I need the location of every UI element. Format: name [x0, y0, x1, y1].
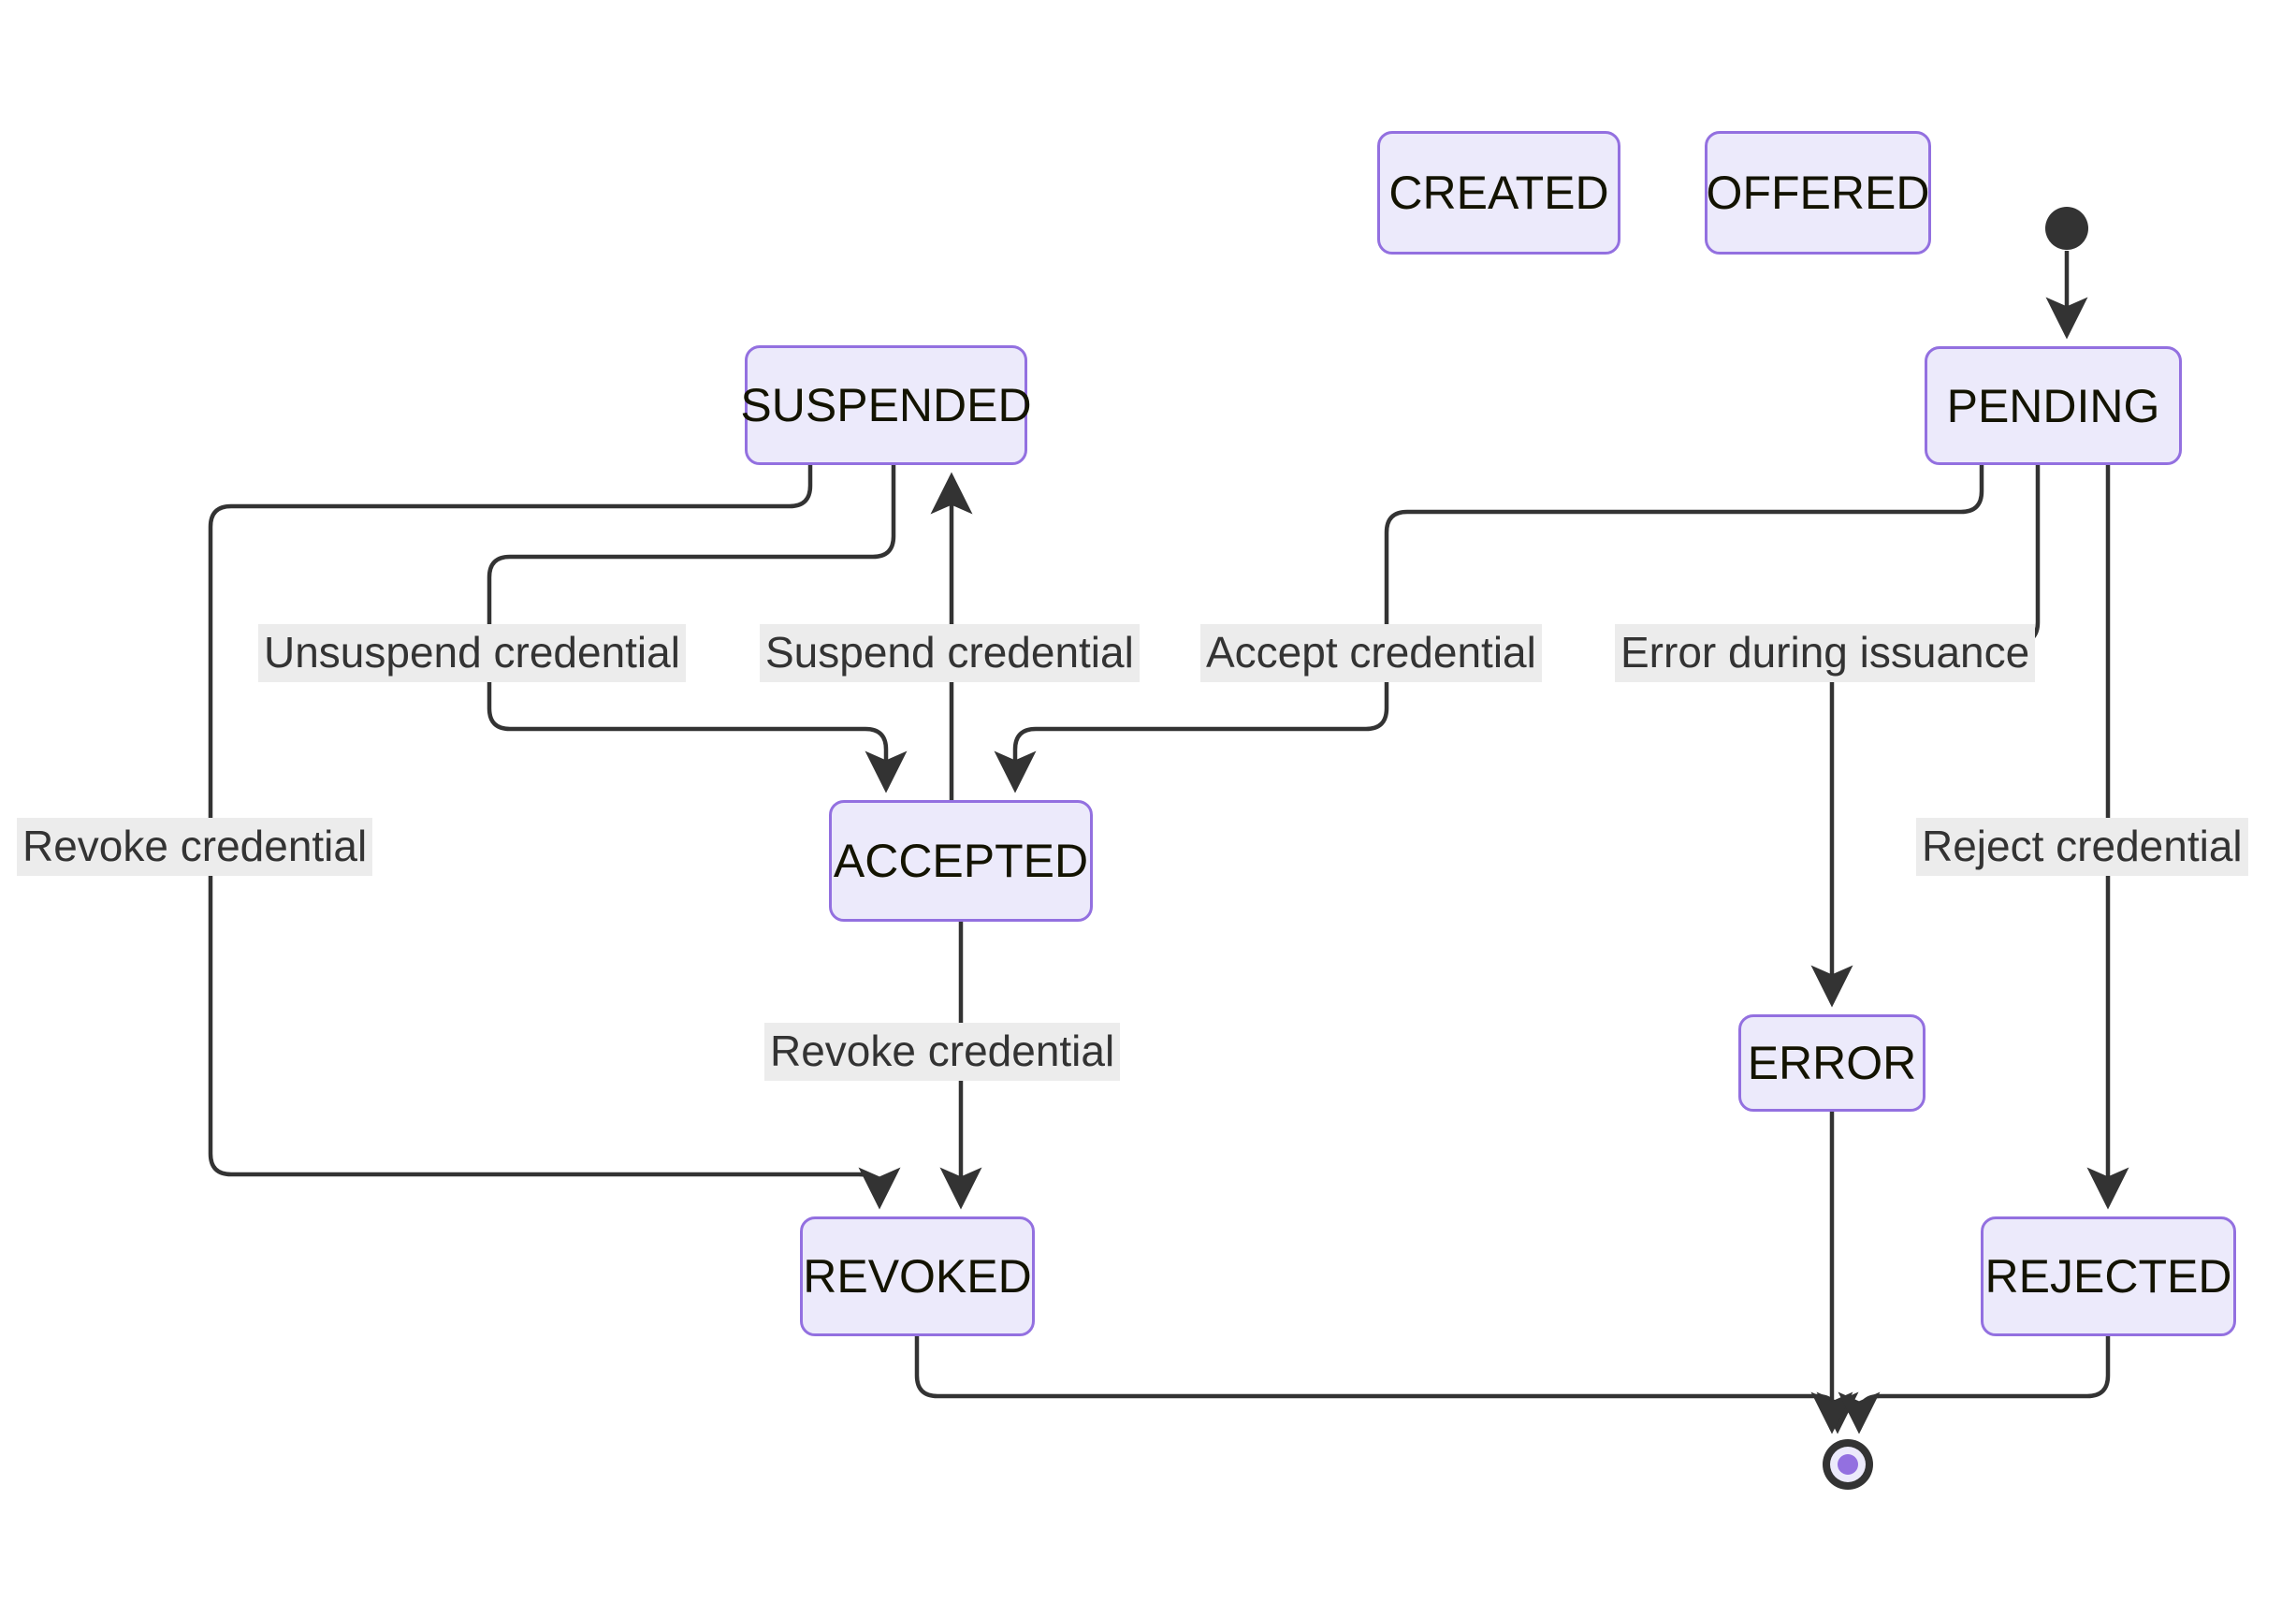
state-label-pending: PENDING	[1946, 379, 2160, 432]
edge-rejected-to-end	[1838, 1336, 2111, 1435]
edge-label-error-during-issuance: Error during issuance	[1615, 624, 2036, 682]
state-label-error: ERROR	[1747, 1037, 1917, 1089]
edge-pending-to-error	[1810, 465, 2041, 1008]
edge-label-reject-credential: Reject credential	[1916, 818, 2248, 876]
state-label-rejected: REJECTED	[1984, 1250, 2232, 1303]
final-state-inner-ring	[1830, 1447, 1866, 1482]
edge-label-revoke-credential-suspended: Revoke credential	[17, 818, 373, 876]
state-label-accepted: ACCEPTED	[833, 835, 1089, 887]
edge-pending-to-accepted	[994, 465, 1984, 794]
state-node-rejected[interactable]: REJECTED	[1981, 1216, 2236, 1336]
state-node-error[interactable]: ERROR	[1738, 1014, 1925, 1112]
state-label-created: CREATED	[1388, 167, 1609, 219]
state-node-accepted[interactable]: ACCEPTED	[829, 800, 1093, 922]
state-node-created[interactable]: CREATED	[1377, 131, 1620, 255]
state-node-revoked[interactable]: REVOKED	[800, 1216, 1035, 1336]
state-label-suspended: SUSPENDED	[740, 379, 1032, 431]
state-label-revoked: REVOKED	[803, 1250, 1032, 1303]
state-label-offered: OFFERED	[1706, 167, 1930, 219]
edge-label-unsuspend-credential: Unsuspend credential	[258, 624, 686, 682]
edge-label-accept-credential: Accept credential	[1200, 624, 1542, 682]
edge-revoked-to-end	[914, 1336, 1859, 1435]
state-node-offered[interactable]: OFFERED	[1705, 131, 1931, 255]
edge-label-suspend-credential: Suspend credential	[760, 624, 1140, 682]
initial-state-marker	[2045, 207, 2088, 250]
final-state-core	[1838, 1454, 1858, 1475]
state-node-suspended[interactable]: SUSPENDED	[740, 345, 1032, 465]
final-state-marker	[1823, 1439, 1873, 1490]
edge-label-revoke-credential-accepted: Revoke credential	[764, 1023, 1121, 1081]
state-node-pending[interactable]: PENDING	[1925, 346, 2182, 465]
